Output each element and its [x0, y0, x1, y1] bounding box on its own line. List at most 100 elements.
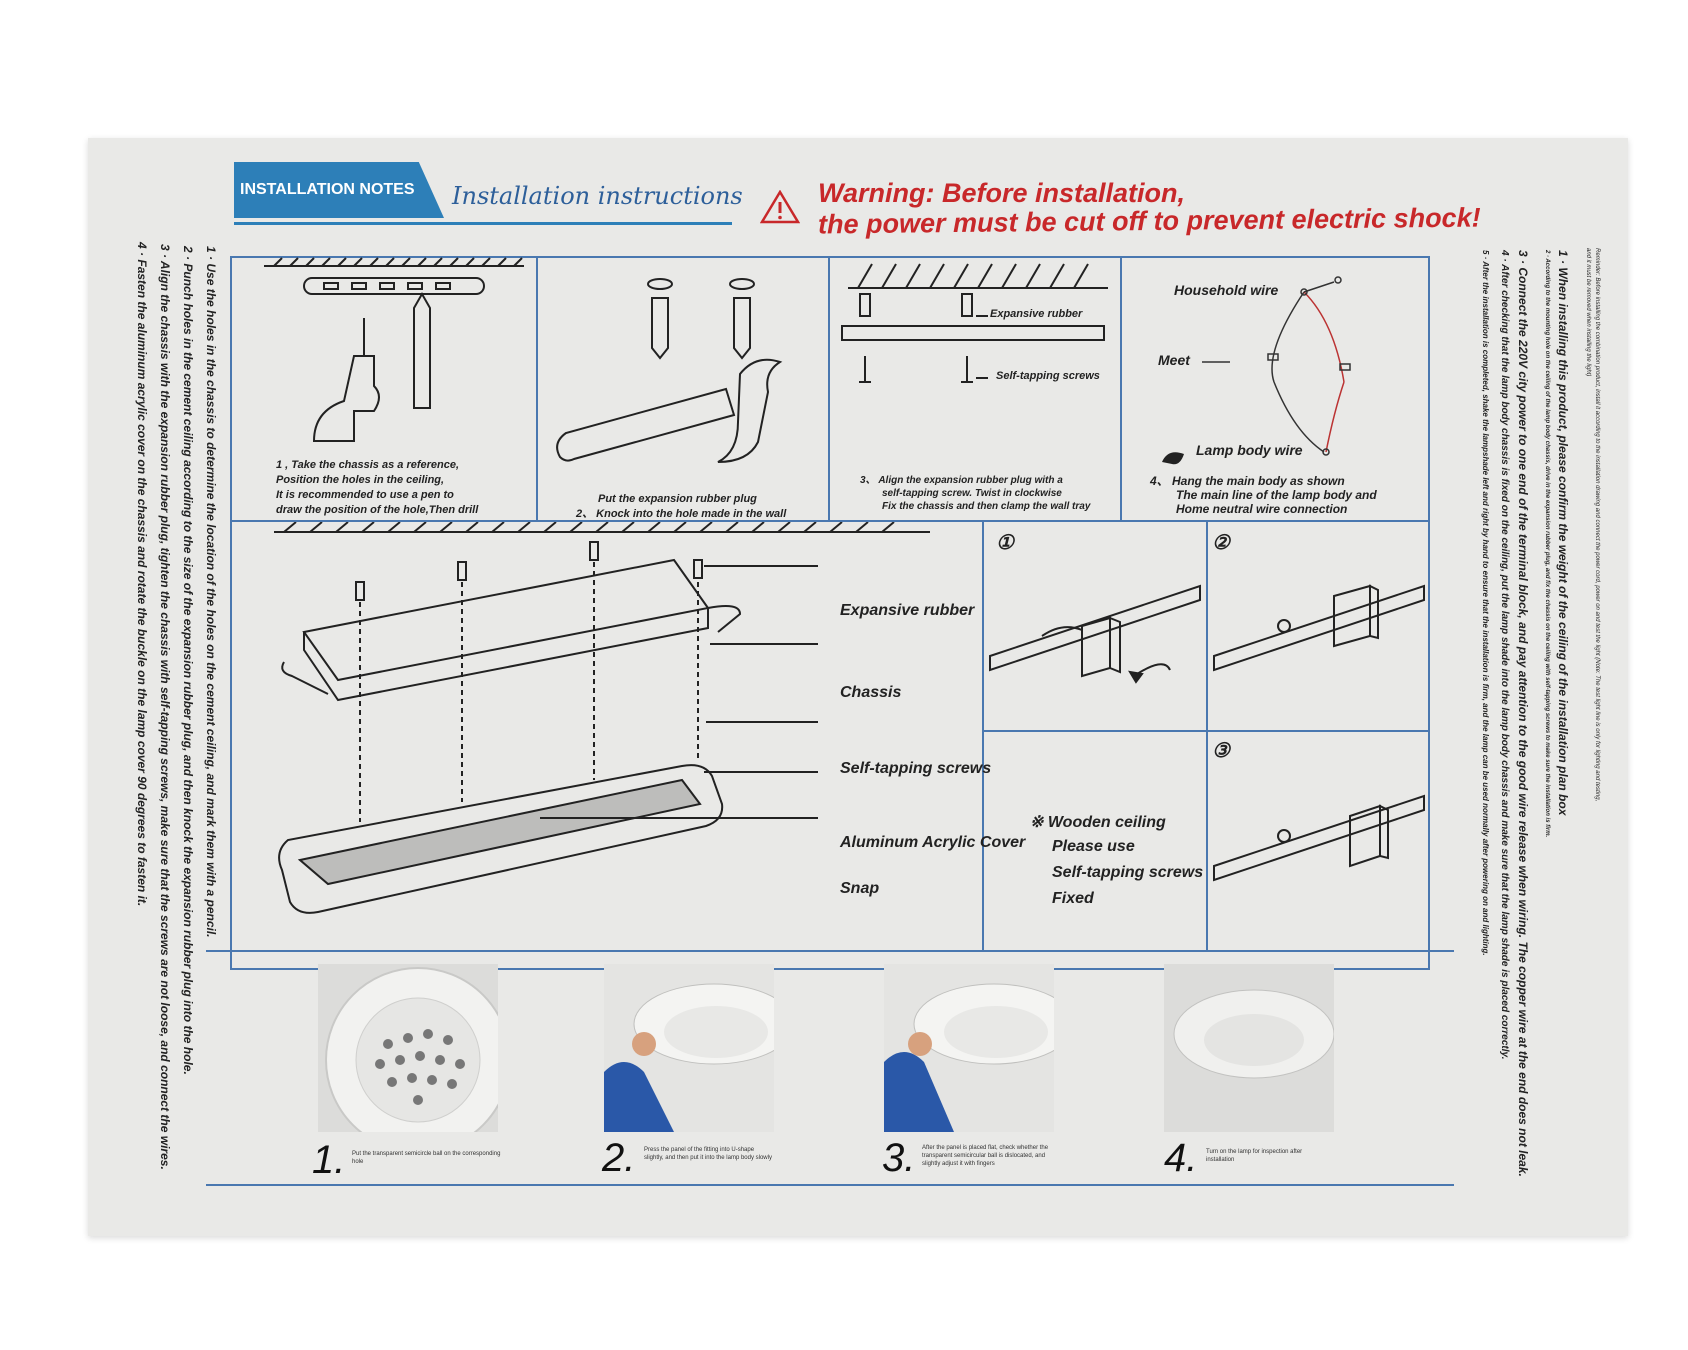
panel-3-screws-label: Self-tapping screws — [996, 370, 1100, 382]
step-text: Fasten the aluminum acrylic cover on the… — [135, 259, 149, 907]
photo-step-1 — [318, 964, 498, 1132]
caption-line: draw the position of the hole,Then drill — [276, 504, 479, 516]
step-text: Punch holes in the cement ceiling accord… — [181, 263, 195, 1075]
lamp-body-wire-label: Lamp body wire — [1196, 442, 1303, 458]
detail-2-marker: ② — [1212, 532, 1230, 554]
left-step-3: 3 · Align the chassis with the expansion… — [158, 244, 172, 1170]
caption-line: Fix the chassis and then clamp the wall … — [882, 501, 1091, 512]
photo-step-2 — [604, 964, 774, 1132]
left-step-2: 2 · Punch holes in the cement ceiling ac… — [181, 246, 195, 1075]
panel-4-caption: 4、 Hang the main body as shown The main … — [1150, 474, 1377, 516]
label-aluminum-acrylic-cover: Aluminum Acrylic Cover — [840, 834, 1026, 851]
photo-step-3 — [884, 964, 1054, 1132]
divider-2 — [828, 256, 830, 520]
step-text: Use the holes in the chassis to determin… — [204, 263, 218, 938]
header-rule — [234, 222, 732, 225]
step-text: Connect the 220V city power to one end o… — [1516, 267, 1530, 1177]
caption-line: The main line of the lamp body and — [1176, 488, 1377, 502]
caption-line: Home neutral wire connection — [1176, 502, 1348, 516]
divider-1 — [536, 256, 538, 520]
buckle-rotate-illustration — [989, 584, 1201, 684]
caption-line: Position the holes in the ceiling, — [276, 474, 445, 486]
reminder-line-1: Reminder: Before installing the combinat… — [1594, 248, 1600, 802]
label-snap: Snap — [840, 880, 880, 897]
divider-detail-h — [982, 730, 1430, 732]
panel-3-rubber-label: Expansive rubber — [990, 308, 1083, 320]
meet-label: Meet — [1158, 352, 1190, 368]
caption-line: self-tapping screw. Twist in clockwise — [882, 488, 1062, 499]
note-wooden-ceiling: ※ Wooden ceiling — [1030, 814, 1166, 831]
step-text: After the installation is completed, sha… — [1481, 261, 1490, 956]
photo-2-number: 2. — [602, 1136, 636, 1180]
lamp-adjust-icon — [884, 983, 1054, 1132]
lamp-install-icon — [604, 983, 774, 1132]
reminder-line-2: and it must be removed when installing t… — [1585, 248, 1591, 377]
caption-line: 3、 Align the expansion rubber plug with … — [860, 475, 1063, 486]
note-self-tapping-screws: Self-tapping screws — [1052, 864, 1204, 881]
household-wire-label: Household wire — [1174, 282, 1279, 298]
step-number: 2 · — [1544, 250, 1550, 258]
photo-3-caption: After the panel is placed flat, check wh… — [922, 1145, 1049, 1167]
divider-detail-2 — [1206, 522, 1208, 950]
warning-triangle-icon — [760, 190, 800, 224]
diagram-frame — [230, 256, 1430, 970]
lamp-panel-icon — [325, 967, 498, 1132]
right-step-2: 2 · According to the mounting hole on th… — [1544, 250, 1550, 837]
buckle-open-illustration — [1213, 584, 1425, 672]
drill-illustration — [264, 257, 524, 442]
step-number: 1 · — [1556, 250, 1570, 265]
photo-1-number: 1. — [312, 1138, 346, 1182]
step-number: 5 · — [1481, 250, 1490, 260]
photos-bottom-rule — [206, 1184, 1454, 1186]
right-step-4: 4 · After checking that the lamp body ch… — [1499, 250, 1510, 1059]
step-number: 3 · — [158, 244, 172, 259]
screw-fix-illustration — [841, 263, 1108, 383]
divider-3 — [1120, 256, 1122, 520]
photo-4-number: 4. — [1164, 1136, 1198, 1180]
caption-line: Put the expansion rubber plug — [598, 493, 757, 505]
photo-4-caption: Turn on the lamp for inspection after in… — [1206, 1149, 1303, 1163]
step-text: After checking that the lamp body chassi… — [1499, 264, 1510, 1060]
label-chassis: Chassis — [840, 684, 902, 701]
step-text: When installing this product, please con… — [1556, 267, 1570, 816]
wire-connection-illustration — [1162, 276, 1351, 465]
note-fixed: Fixed — [1052, 890, 1094, 907]
panel-1-caption: 1 , Take the chassis as a reference, Pos… — [276, 458, 478, 518]
divider-detail — [982, 522, 984, 950]
detail-3-marker: ③ — [1212, 740, 1230, 762]
right-step-1: 1 · When installing this product, please… — [1556, 250, 1570, 815]
caption-line: 1 , Take the chassis as a reference, — [276, 459, 460, 471]
step-number: 3 · — [1516, 250, 1530, 265]
step-number: 2 · — [181, 246, 195, 261]
buckle-locked-illustration — [1213, 794, 1425, 882]
caption-line: It is recommended to use a pen to — [276, 489, 454, 501]
photo-step-4 — [1164, 964, 1334, 1132]
installation-instructions-title: Installation instructions — [452, 182, 743, 210]
step-number: 1 · — [204, 246, 218, 261]
divider-top-row — [230, 520, 1430, 522]
badge-text: INSTALLATION NOTES — [240, 181, 415, 198]
note-please-use: Please use — [1052, 838, 1135, 855]
panel-2-caption: Put the expansion rubber plug 2、 Knock i… — [576, 492, 786, 522]
left-step-1: 1 · Use the holes in the chassis to dete… — [204, 246, 218, 938]
photo-1-caption: Put the transparent semicircle ball on t… — [352, 1151, 501, 1165]
label-self-tapping-screws: Self-tapping screws — [840, 760, 992, 777]
caption-line: 4、 Hang the main body as shown — [1150, 474, 1345, 488]
exploded-view-illustration — [274, 522, 930, 914]
right-step-3: 3 · Connect the 220V city power to one e… — [1516, 250, 1530, 1177]
step-text: Align the chassis with the expansion rub… — [158, 260, 172, 1170]
label-expansive-rubber: Expansive rubber — [840, 602, 975, 619]
lamp-on-icon — [1173, 989, 1334, 1079]
photo-3-number: 3. — [882, 1136, 916, 1180]
hammer-illustration — [556, 278, 783, 463]
installation-notes-badge: INSTALLATION NOTES — [234, 162, 444, 218]
detail-1-marker: ① — [996, 532, 1014, 554]
step-number: 4 · — [135, 242, 149, 257]
left-step-4: 4 · Fasten the aluminum acrylic cover on… — [135, 242, 149, 906]
caption-line: 2、 Knock into the hole made in the wall — [576, 508, 787, 520]
warning-line-1: Warning: Before installation, — [818, 178, 1186, 208]
step-number: 4 · — [1499, 250, 1510, 262]
panel-3-caption: 3、 Align the expansion rubber plug with … — [860, 474, 1090, 513]
right-step-5: 5 · After the installation is completed,… — [1481, 250, 1490, 956]
divider-photos — [206, 950, 1454, 952]
